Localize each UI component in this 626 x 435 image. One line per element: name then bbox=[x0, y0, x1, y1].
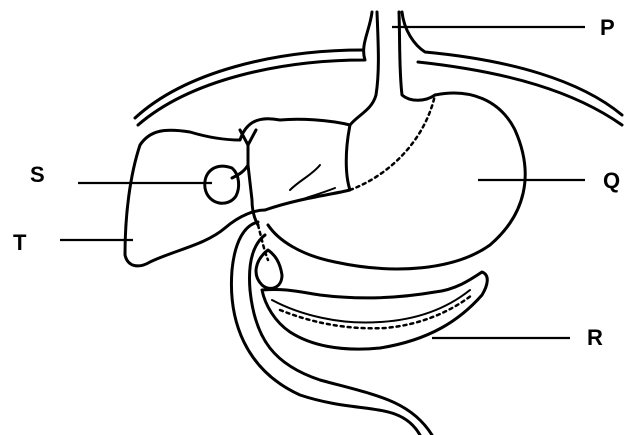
label-s: S bbox=[30, 162, 45, 187]
label-q: Q bbox=[603, 168, 620, 193]
small-intestine bbox=[231, 222, 432, 435]
label-p: P bbox=[600, 15, 615, 40]
leader-lines bbox=[60, 27, 585, 338]
label-t: T bbox=[13, 230, 27, 255]
label-r: R bbox=[587, 325, 603, 350]
oesophagus bbox=[350, 12, 435, 125]
